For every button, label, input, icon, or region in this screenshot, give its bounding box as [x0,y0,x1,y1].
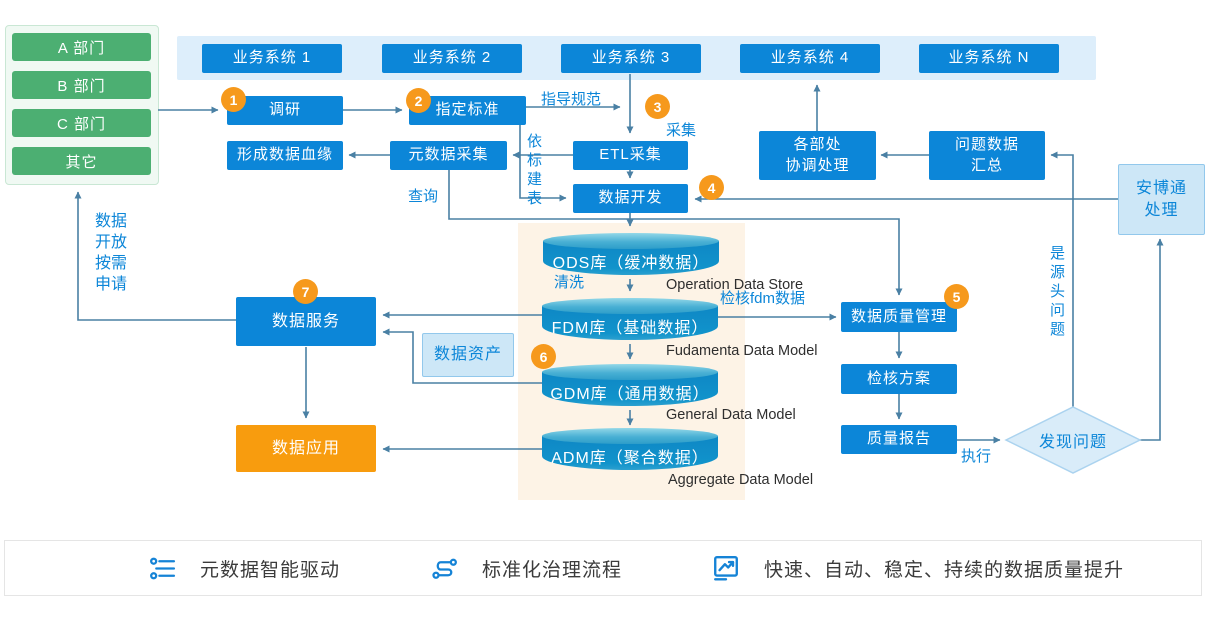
quality-report-node: 质量报告 [841,425,957,454]
step-badge-3: 3 [645,94,670,119]
ods-subtitle: Operation Data Store [666,277,804,293]
open-data-label: 数据 开放 按需 申请 [95,213,128,293]
flow-icon [431,555,458,582]
fdm-cylinder: FDM库（基础数据） [542,298,718,340]
sliders-icon [149,555,176,582]
step-badge-5: 5 [944,284,969,309]
gdm-subtitle: General Data Model [666,407,796,423]
step-badge-6: 6 [531,344,556,369]
survey-node: 调研 [227,96,343,125]
footer-item-quality: 快速、自动、稳定、持续的数据质量提升 [712,541,1124,595]
data-dev-node: 数据开发 [573,184,688,213]
gdm-cylinder-title: GDM库（通用数据） [542,372,718,406]
footer-item-metadata: 元数据智能驱动 [149,541,340,595]
found-issue-label: 发现问题 [1038,434,1107,451]
clean-label: 清洗 [554,274,585,291]
collect-label: 采集 [666,122,697,139]
source-issue-label: 是源头问题 [1048,245,1065,340]
data-asset-node: 数据资产 [422,333,514,377]
step-badge-1: 1 [221,87,246,112]
system-box-2: 业务系统 2 [382,44,522,73]
footer-item-process: 标准化治理流程 [431,541,622,595]
footer-label: 元数据智能驱动 [200,559,341,581]
dept-box-b: B 部门 [12,71,151,99]
dept-box-other: 其它 [12,147,151,175]
build-table-label: 依标建表 [525,133,542,209]
check-plan-node: 检核方案 [841,364,957,394]
query-label: 查询 [408,188,439,205]
check-fdm-label: 检核fdm数据 [720,290,806,307]
quality-mgmt-node: 数据质量管理 [841,302,957,332]
footer-bar: 元数据智能驱动 标准化治理流程 快速、自动、稳定、持续 [4,540,1202,596]
dept-box-a: A 部门 [12,33,151,61]
trend-chart-icon [712,554,740,582]
gdm-cylinder: GDM库（通用数据） [542,364,718,406]
data-service-node: 数据服务 [236,297,376,346]
departments-panel: A 部门 B 部门 C 部门 其它 [5,25,159,185]
system-box-1: 业务系统 1 [202,44,342,73]
data-app-node: 数据应用 [236,425,376,472]
dept-box-c: C 部门 [12,109,151,137]
lineage-node: 形成数据血缘 [227,141,343,170]
footer-label: 标准化治理流程 [482,559,623,581]
ods-cylinder: ODS库（缓冲数据） [543,233,719,275]
system-box-4: 业务系统 4 [740,44,880,73]
adm-cylinder-title: ADM库（聚合数据） [542,436,718,470]
step-badge-7: 7 [293,279,318,304]
step-badge-4: 4 [699,175,724,200]
guide-label: 指导规范 [541,91,602,108]
step-badge-2: 2 [406,88,431,113]
adm-subtitle: Aggregate Data Model [668,472,814,488]
system-box-n: 业务系统 N [919,44,1059,73]
execute-label: 执行 [961,448,992,465]
adm-cylinder: ADM库（聚合数据） [542,428,718,470]
issue-summary-node: 问题数据 汇总 [929,131,1045,180]
etl-node: ETL采集 [573,141,688,170]
found-issue-diamond [1004,406,1142,474]
metadata-collect-node: 元数据采集 [390,141,507,170]
anbotong-node: 安博通 处理 [1118,164,1205,235]
footer-label: 快速、自动、稳定、持续的数据质量提升 [764,559,1125,581]
fdm-subtitle: Fudamenta Data Model [666,343,818,359]
ods-cylinder-title: ODS库（缓冲数据） [543,241,719,275]
dept-coordination-node: 各部处 协调处理 [759,131,876,180]
system-box-3: 业务系统 3 [561,44,701,73]
fdm-cylinder-title: FDM库（基础数据） [542,306,718,340]
